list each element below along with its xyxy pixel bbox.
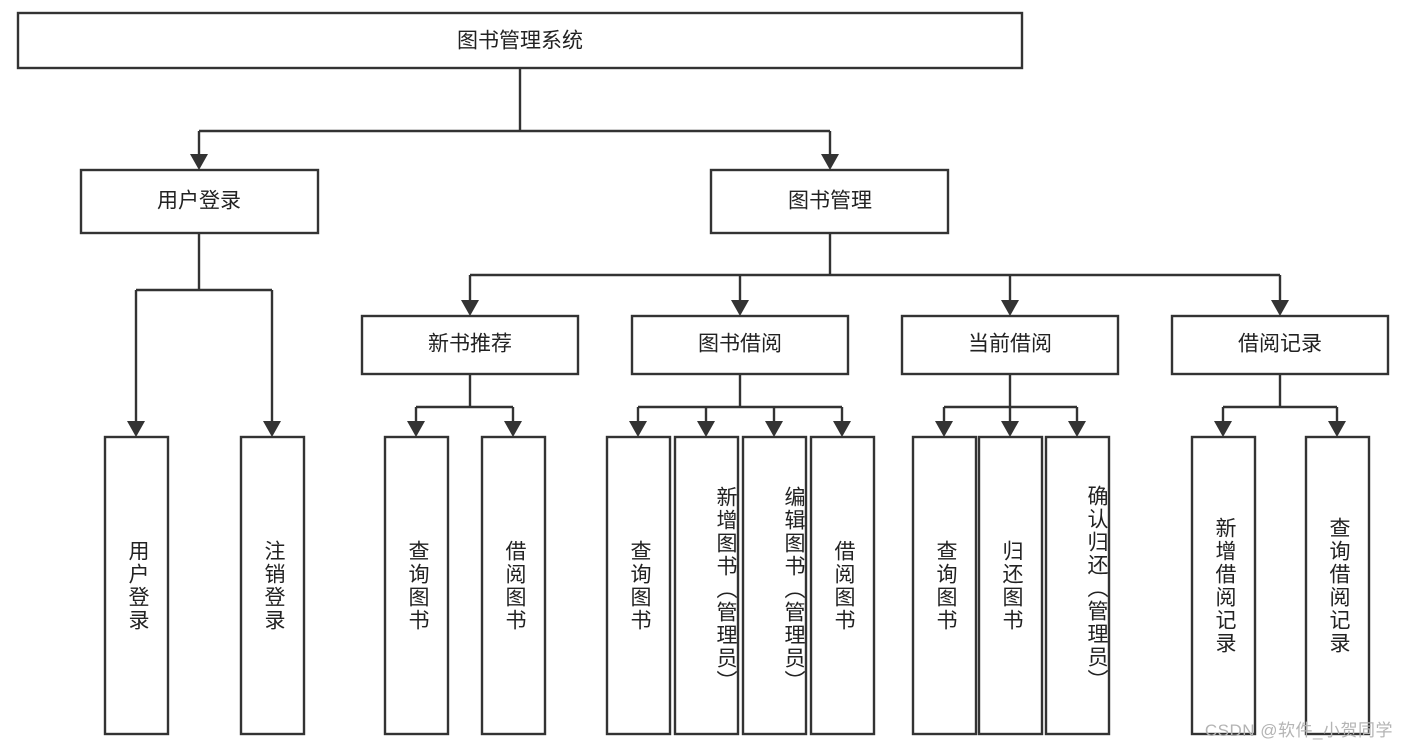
leaf-box-new-book-2[interactable]: [480, 435, 547, 736]
leaf-box-current-borrow-3[interactable]: [1044, 435, 1111, 736]
arrowhead-currentborrow-leaf1: [935, 421, 953, 437]
user-login-label: 用户登录: [157, 190, 241, 213]
root-box[interactable]: [16, 11, 1024, 70]
connector-layer: [127, 68, 1346, 437]
node-book-borrow[interactable]: 图书借阅: [630, 314, 850, 376]
node-new-book-recommend[interactable]: 新书推荐: [360, 314, 580, 376]
leaf-box-borrow-record-2[interactable]: [1304, 435, 1371, 736]
book-management-box[interactable]: [709, 168, 950, 235]
borrow-record-box[interactable]: [1170, 314, 1390, 376]
node-root-book-management-system[interactable]: 图书管理系统: [16, 11, 1024, 70]
csdn-watermark: CSDN @软件_小贺同学: [1204, 721, 1393, 740]
leaf-box-borrow-record-1[interactable]: [1190, 435, 1257, 736]
arrowhead-current-borrow: [1001, 300, 1019, 316]
arrowhead-userlogin-leaf1: [127, 421, 145, 437]
current-borrow-box[interactable]: [900, 314, 1120, 376]
node-current-borrow[interactable]: 当前借阅: [900, 314, 1120, 376]
arrowhead-new-book: [461, 300, 479, 316]
borrow-record-label: 借阅记录: [1238, 333, 1322, 356]
arrowhead-user-login: [190, 154, 208, 170]
arrowhead-currentborrow-leaf3: [1068, 421, 1086, 437]
leaf-box-book-borrow-2[interactable]: [673, 435, 740, 736]
leaf-box-new-book-1[interactable]: [383, 435, 450, 736]
root-label: 图书管理系统: [457, 30, 583, 53]
leaf-box-book-borrow-4[interactable]: [809, 435, 876, 736]
arrowhead-newbook-leaf2: [504, 421, 522, 437]
leaf-box-current-borrow-2[interactable]: [977, 435, 1044, 736]
leaf-box-user-login-1[interactable]: [103, 435, 170, 736]
leaf-box-book-borrow-3[interactable]: [741, 435, 808, 736]
current-borrow-label: 当前借阅: [968, 333, 1052, 356]
arrowhead-book-manage: [821, 154, 839, 170]
arrowhead-borrowrecord-leaf2: [1328, 421, 1346, 437]
new-book-recommend-box[interactable]: [360, 314, 580, 376]
leaf-box-book-borrow-1[interactable]: [605, 435, 672, 736]
new-book-recommend-label: 新书推荐: [428, 333, 512, 356]
arrowhead-currentborrow-leaf2: [1001, 421, 1019, 437]
arrowhead-borrow-record: [1271, 300, 1289, 316]
node-layer: 图书管理系统 用户登录 图书管理 新书推荐 图书借阅 当前: [16, 11, 1390, 736]
arrowhead-bookborrow-leaf2: [697, 421, 715, 437]
arrowhead-bookborrow-leaf3: [765, 421, 783, 437]
node-book-management[interactable]: 图书管理: [709, 168, 950, 235]
arrowhead-book-borrow: [731, 300, 749, 316]
node-user-login[interactable]: 用户登录: [79, 168, 320, 235]
user-login-box[interactable]: [79, 168, 320, 235]
book-borrow-label: 图书借阅: [698, 333, 782, 356]
leaf-box-current-borrow-1[interactable]: [911, 435, 978, 736]
arrowhead-borrowrecord-leaf1: [1214, 421, 1232, 437]
arrowhead-newbook-leaf1: [407, 421, 425, 437]
arrowhead-bookborrow-leaf1: [629, 421, 647, 437]
arrowhead-bookborrow-leaf4: [833, 421, 851, 437]
arrowhead-userlogin-leaf2: [263, 421, 281, 437]
book-borrow-box[interactable]: [630, 314, 850, 376]
leaf-box-user-login-2[interactable]: [239, 435, 306, 736]
node-borrow-record[interactable]: 借阅记录: [1170, 314, 1390, 376]
book-management-label: 图书管理: [788, 190, 872, 213]
